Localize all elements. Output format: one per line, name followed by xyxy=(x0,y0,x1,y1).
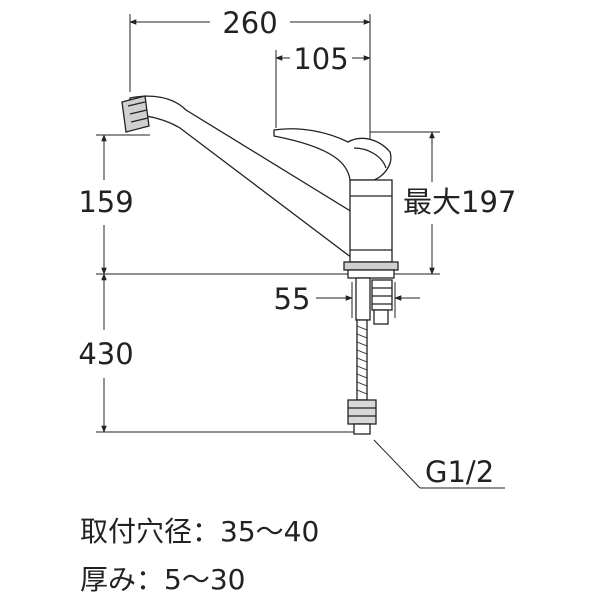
base-plate xyxy=(343,261,399,271)
faucet-body xyxy=(121,95,399,435)
dim-overall-width: 260 xyxy=(222,6,277,40)
dimension-lines xyxy=(96,14,505,489)
dim-hose-length: 430 xyxy=(78,337,133,371)
shank-nut xyxy=(371,279,393,311)
lever-handle xyxy=(273,128,392,181)
dim-max-height: 最大197 xyxy=(403,185,516,219)
body-column xyxy=(349,179,393,263)
mounting-hole-note: 取付穴径：35～40 xyxy=(80,515,320,548)
thickness-note: 厚み：5～30 xyxy=(80,563,246,596)
connector-nut xyxy=(347,399,377,425)
dim-shank-offset: 55 xyxy=(274,282,311,316)
spout xyxy=(127,95,353,260)
dimension-labels: 260 105 159 最大197 430 55 G1/2 xyxy=(78,6,516,489)
dim-spout-height: 159 xyxy=(78,185,133,219)
dim-lever-offset: 105 xyxy=(293,42,348,76)
dim-connection-thread: G1/2 xyxy=(425,455,494,489)
aerator xyxy=(121,95,150,133)
shank xyxy=(355,277,371,321)
